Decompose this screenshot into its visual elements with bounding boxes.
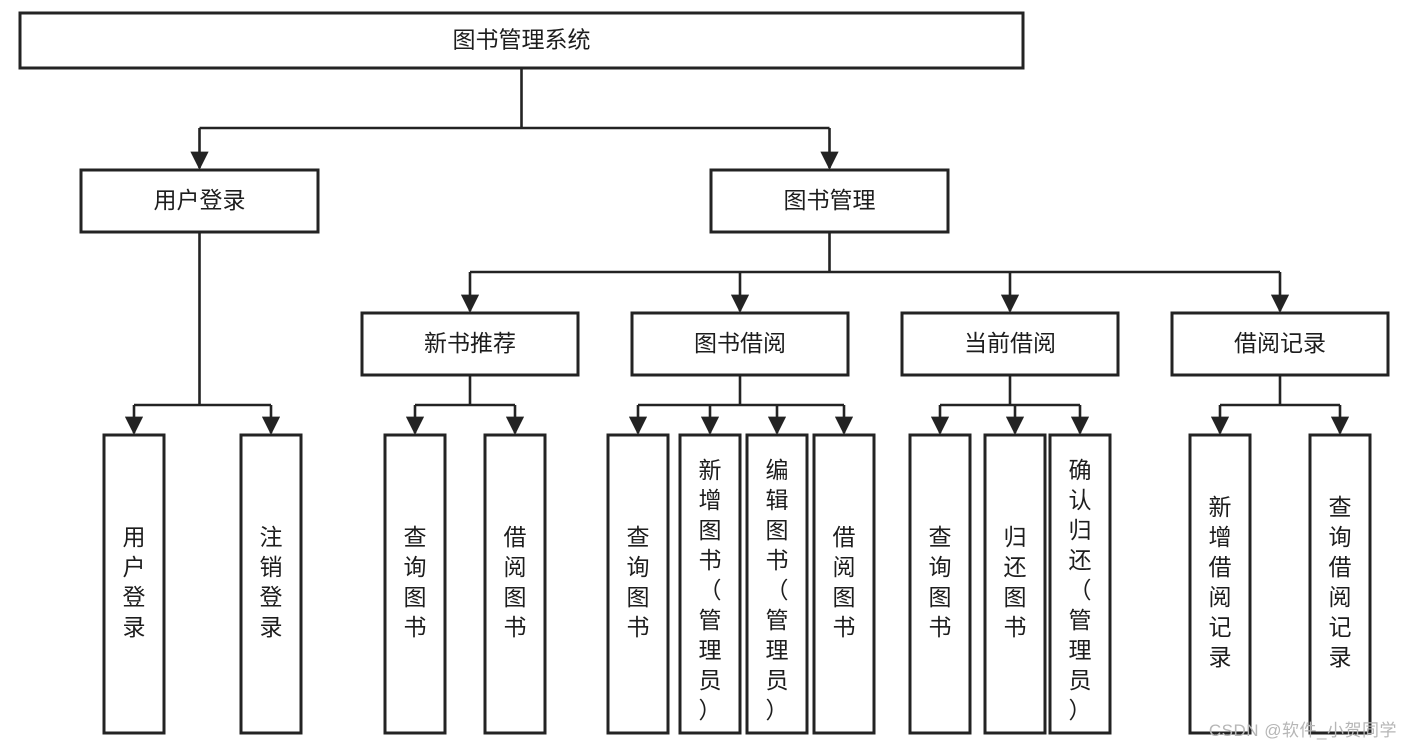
node-box-leaf-user-login bbox=[102, 433, 166, 735]
node-box-leaf-query-borrow-record bbox=[1308, 433, 1372, 735]
node-box-leaf-borrow-book-rec bbox=[483, 433, 547, 735]
node-label-book-manage: 图书管理 bbox=[784, 187, 876, 213]
node-box-leaf-query-book-cur bbox=[908, 433, 972, 735]
node-box-root bbox=[18, 11, 1025, 70]
node-label-leaf-query-book-rec: 查询图书 bbox=[404, 524, 427, 640]
node-new-book-recommend[interactable]: 新书推荐 bbox=[360, 311, 580, 377]
node-current-borrow[interactable]: 当前借阅 bbox=[900, 311, 1120, 377]
node-box-leaf-confirm-return bbox=[1048, 433, 1112, 735]
node-label-book-borrow: 图书借阅 bbox=[694, 330, 786, 356]
node-leaf-query-book-rec[interactable]: 查询图书 bbox=[383, 433, 447, 735]
node-label-leaf-borrow-book: 借阅图书 bbox=[833, 524, 856, 640]
node-label-leaf-user-login: 用户登录 bbox=[123, 524, 146, 640]
node-box-current-borrow bbox=[900, 311, 1120, 377]
node-label-leaf-confirm-return: 确认归还（管理员） bbox=[1069, 457, 1092, 723]
node-label-root: 图书管理系统 bbox=[453, 27, 591, 53]
node-label-user-login: 用户登录 bbox=[154, 187, 246, 213]
node-leaf-query-book-borrow[interactable]: 查询图书 bbox=[606, 433, 670, 735]
node-leaf-user-login[interactable]: 用户登录 bbox=[102, 433, 166, 735]
node-label-new-book-recommend: 新书推荐 bbox=[424, 330, 516, 356]
node-box-leaf-add-borrow-record bbox=[1188, 433, 1252, 735]
node-label-leaf-edit-book: 编辑图书（管理员） bbox=[766, 457, 789, 723]
node-user-login[interactable]: 用户登录 bbox=[79, 168, 320, 234]
node-label-borrow-record: 借阅记录 bbox=[1234, 330, 1326, 356]
node-box-new-book-recommend bbox=[360, 311, 580, 377]
node-leaf-logout-login[interactable]: 注销登录 bbox=[239, 433, 303, 735]
node-leaf-edit-book[interactable]: 编辑图书（管理员） bbox=[745, 433, 809, 735]
connector-lines-group bbox=[124, 68, 1350, 435]
node-box-user-login bbox=[79, 168, 320, 234]
node-box-leaf-logout-login bbox=[239, 433, 303, 735]
node-leaf-return-book[interactable]: 归还图书 bbox=[983, 433, 1047, 735]
node-box-borrow-record bbox=[1170, 311, 1390, 377]
node-box-leaf-return-book bbox=[983, 433, 1047, 735]
node-box-leaf-query-book-rec bbox=[383, 433, 447, 735]
node-leaf-confirm-return[interactable]: 确认归还（管理员） bbox=[1048, 433, 1112, 735]
node-label-current-borrow: 当前借阅 bbox=[964, 330, 1056, 356]
node-label-leaf-add-book: 新增图书（管理员） bbox=[699, 457, 722, 723]
node-borrow-record[interactable]: 借阅记录 bbox=[1170, 311, 1390, 377]
node-box-leaf-edit-book bbox=[745, 433, 809, 735]
node-leaf-borrow-book-rec[interactable]: 借阅图书 bbox=[483, 433, 547, 735]
node-book-borrow[interactable]: 图书借阅 bbox=[630, 311, 850, 377]
node-box-leaf-borrow-book bbox=[812, 433, 876, 735]
node-leaf-query-borrow-record[interactable]: 查询借阅记录 bbox=[1308, 433, 1372, 735]
nodes-group: 图书管理系统用户登录图书管理新书推荐图书借阅当前借阅借阅记录用户登录注销登录查询… bbox=[18, 11, 1390, 735]
node-leaf-query-book-cur[interactable]: 查询图书 bbox=[908, 433, 972, 735]
node-label-leaf-logout-login: 注销登录 bbox=[260, 524, 283, 640]
node-box-book-manage bbox=[709, 168, 950, 234]
node-box-leaf-add-book bbox=[678, 433, 742, 735]
node-leaf-add-borrow-record[interactable]: 新增借阅记录 bbox=[1188, 433, 1252, 735]
node-label-leaf-query-book-cur: 查询图书 bbox=[929, 524, 952, 640]
csdn-watermark: CSDN @软件_小贺同学 bbox=[1208, 721, 1397, 740]
node-book-manage[interactable]: 图书管理 bbox=[709, 168, 950, 234]
node-label-leaf-query-book-borrow: 查询图书 bbox=[627, 524, 650, 640]
node-leaf-add-book[interactable]: 新增图书（管理员） bbox=[678, 433, 742, 735]
node-label-leaf-add-borrow-record: 新增借阅记录 bbox=[1209, 494, 1232, 670]
node-box-book-borrow bbox=[630, 311, 850, 377]
node-label-leaf-query-borrow-record: 查询借阅记录 bbox=[1329, 494, 1352, 670]
node-box-leaf-query-book-borrow bbox=[606, 433, 670, 735]
node-root[interactable]: 图书管理系统 bbox=[18, 11, 1025, 70]
node-leaf-borrow-book[interactable]: 借阅图书 bbox=[812, 433, 876, 735]
node-label-leaf-return-book: 归还图书 bbox=[1004, 524, 1027, 640]
node-label-leaf-borrow-book-rec: 借阅图书 bbox=[504, 524, 527, 640]
